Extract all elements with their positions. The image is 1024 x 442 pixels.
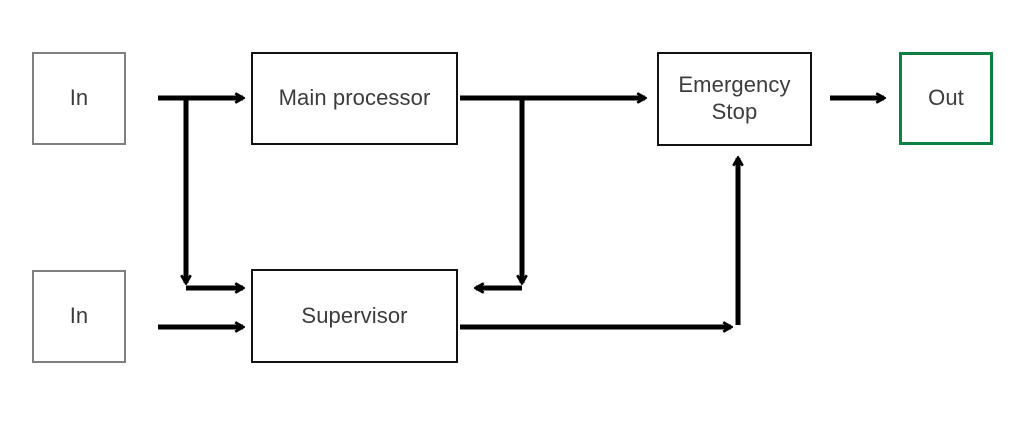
node-out[interactable]: Out — [899, 52, 993, 145]
node-in-top-label: In — [69, 85, 89, 111]
node-main-processor-label: Main processor — [278, 85, 431, 111]
node-emergency-stop[interactable]: Emergency Stop — [657, 52, 812, 146]
node-supervisor-label: Supervisor — [301, 302, 408, 328]
node-emergency-stop-label: Emergency Stop — [678, 72, 791, 124]
node-in-bottom-label: In — [69, 303, 89, 329]
node-out-label: Out — [928, 85, 964, 111]
node-in-top[interactable]: In — [32, 52, 126, 145]
node-main-processor[interactable]: Main processor — [251, 52, 458, 145]
node-supervisor[interactable]: Supervisor — [251, 269, 458, 363]
node-in-bottom[interactable]: In — [32, 270, 126, 363]
